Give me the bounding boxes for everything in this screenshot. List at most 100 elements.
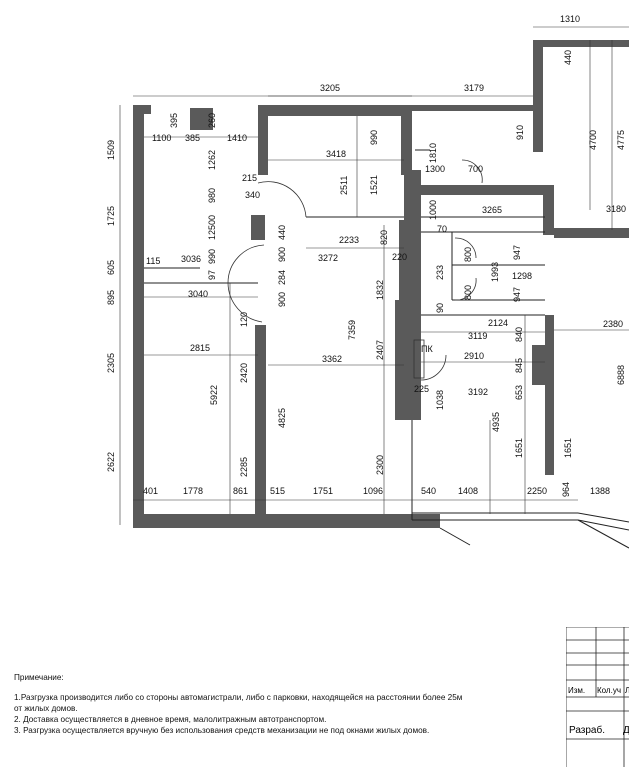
notes-block: Примечание: 1.Разгрузка производится либ… bbox=[14, 672, 554, 736]
dim-inner-59: 225 bbox=[414, 384, 429, 394]
dim-top-1: 3205 bbox=[320, 83, 340, 93]
dims-left: 1509 1725 605 895 2305 2622 bbox=[106, 140, 116, 472]
dim-left-0: 1509 bbox=[106, 140, 116, 160]
dim-inner-51: 800 bbox=[463, 285, 473, 300]
dim-top-2: 3179 bbox=[464, 83, 484, 93]
dim-left-3: 895 bbox=[106, 290, 116, 305]
dim-inner-61: 3192 bbox=[468, 387, 488, 397]
dim-inner-36: 4825 bbox=[277, 408, 287, 428]
dim-inner-42: 1000 bbox=[428, 200, 438, 220]
stamp-l: Л bbox=[625, 686, 629, 695]
dims-bottom: 401 1778 861 515 1751 1096 540 1408 2250… bbox=[143, 482, 610, 497]
dims-top: 1310 3205 3179 bbox=[320, 14, 580, 93]
dim-inner-60: 1038 bbox=[435, 390, 445, 410]
dim-inner-45: 1993 bbox=[490, 262, 500, 282]
dim-inner-14: 3040 bbox=[188, 289, 208, 299]
dim-inner-52: 90 bbox=[435, 303, 445, 313]
dim-bottom-5: 1096 bbox=[363, 486, 383, 496]
dim-left-1: 1725 bbox=[106, 206, 116, 226]
dim-bottom-9: 964 bbox=[561, 482, 571, 497]
stair-pk: ПК bbox=[413, 339, 433, 379]
dim-inner-62: 4935 bbox=[491, 412, 501, 432]
dim-left-4: 2305 bbox=[106, 353, 116, 373]
dim-top-0: 1310 bbox=[560, 14, 580, 24]
dim-inner-30: 900 bbox=[277, 292, 287, 307]
dim-inner-53: 2124 bbox=[488, 318, 508, 328]
dim-inner-25: 2233 bbox=[339, 235, 359, 245]
dim-inner-19: 2285 bbox=[239, 457, 249, 477]
dim-bottom-6: 540 bbox=[421, 486, 436, 496]
dim-inner-8: 340 bbox=[245, 190, 260, 200]
dim-inner-44: 70 bbox=[437, 224, 447, 234]
notes-line: 1.Разгрузка производится либо со стороны… bbox=[14, 693, 463, 702]
dim-inner-55: 840 bbox=[514, 327, 524, 342]
dim-inner-49: 233 bbox=[435, 265, 445, 280]
dim-bottom-4: 1751 bbox=[313, 486, 333, 496]
dim-right-1: 4700 bbox=[588, 130, 598, 150]
dim-inner-22: 2511 bbox=[339, 176, 349, 195]
dim-inner-37: 2300 bbox=[375, 455, 385, 475]
dim-bottom-3: 515 bbox=[270, 486, 285, 496]
notes-title: Примечание: bbox=[14, 673, 64, 682]
stamp-izm: Изм. bbox=[568, 686, 585, 695]
floor-plan: ПК 1310 3205 3179 1509 1725 605 895 2305… bbox=[106, 14, 629, 549]
dim-inner-21: 990 bbox=[369, 130, 379, 145]
notes-line: 3. Разгрузка осуществляется вручную без … bbox=[14, 726, 430, 735]
dim-right-0: 440 bbox=[563, 50, 573, 65]
dim-inner-4: 1410 bbox=[227, 133, 247, 143]
dim-inner-39: 1300 bbox=[425, 164, 445, 174]
dim-inner-64: 1651 bbox=[563, 438, 573, 458]
dim-inner-12: 3036 bbox=[181, 254, 201, 264]
dim-inner-57: 845 bbox=[514, 358, 524, 373]
dim-inner-11: 115 bbox=[146, 256, 160, 266]
dim-inner-40: 700 bbox=[468, 164, 483, 174]
partitions bbox=[144, 149, 629, 549]
label-pk: ПК bbox=[421, 344, 433, 354]
dim-bottom-2: 861 bbox=[233, 486, 248, 496]
dim-inner-3: 260 bbox=[207, 113, 217, 128]
dim-inner-6: 980 bbox=[207, 188, 217, 203]
dim-inner-29: 284 bbox=[277, 270, 287, 285]
dim-inner-38: 1810 bbox=[428, 143, 438, 163]
dim-inner-27: 3272 bbox=[318, 253, 338, 263]
dims-right: 440 4700 4775 3180 2380 6888 bbox=[563, 50, 626, 385]
dim-inner-32: 220 bbox=[392, 252, 407, 262]
dim-inner-2: 395 bbox=[169, 113, 179, 128]
dim-inner-13: 97 bbox=[207, 270, 217, 280]
dim-inner-31: 1832 bbox=[375, 280, 385, 300]
dim-inner-50: 800 bbox=[463, 247, 473, 262]
dim-right-5: 6888 bbox=[616, 365, 626, 385]
stamp-razrab: Разраб. bbox=[569, 724, 605, 736]
dim-inner-46: 947 bbox=[512, 245, 522, 260]
dim-inner-48: 947 bbox=[512, 287, 522, 302]
dim-bottom-10: 1388 bbox=[590, 486, 610, 496]
dim-right-2: 4775 bbox=[616, 130, 626, 150]
dim-inner-23: 1521 bbox=[369, 175, 379, 195]
dim-inner-34: 2407 bbox=[375, 340, 385, 360]
dim-inner-9: 12500 bbox=[207, 215, 217, 240]
dim-inner-58: 653 bbox=[514, 385, 524, 400]
title-block-stamp: Изм. Кол.уч Л Разраб. Д bbox=[566, 627, 629, 767]
dim-inner-26: 820 bbox=[379, 230, 389, 245]
dim-inner-5: 1262 bbox=[207, 150, 217, 170]
dim-bottom-1: 1778 bbox=[183, 486, 203, 496]
dimension-lines bbox=[119, 26, 629, 525]
dim-inner-28: 900 bbox=[277, 247, 287, 262]
dim-inner-16: 2815 bbox=[190, 343, 210, 353]
notes-line: от жилых домов. bbox=[14, 704, 78, 713]
dim-bottom-7: 1408 bbox=[458, 486, 478, 496]
dim-inner-43: 3265 bbox=[482, 205, 502, 215]
dim-inner-18: 2420 bbox=[239, 363, 249, 383]
dim-inner-56: 2910 bbox=[464, 351, 484, 361]
dim-right-4: 2380 bbox=[603, 319, 623, 329]
dim-inner-33: 7359 bbox=[347, 320, 357, 340]
door-swings bbox=[227, 159, 483, 381]
dim-inner-24: 440 bbox=[277, 225, 287, 240]
dim-inner-20: 3418 bbox=[326, 149, 346, 159]
dim-inner-10: 990 bbox=[207, 249, 217, 264]
dim-inner-1: 385 bbox=[185, 133, 200, 143]
dim-inner-35: 3362 bbox=[322, 354, 342, 364]
dim-inner-54: 3119 bbox=[468, 331, 487, 341]
dim-inner-17: 5922 bbox=[209, 385, 219, 405]
dim-inner-0: 1100 bbox=[152, 133, 171, 143]
